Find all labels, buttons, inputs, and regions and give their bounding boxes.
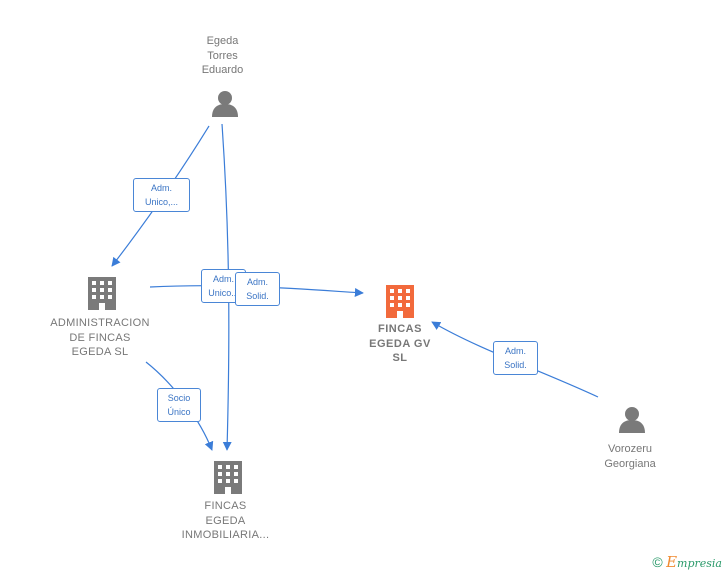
edge-label-adm-solid-2[interactable]: Adm. Solid. [493, 341, 538, 375]
person-icon[interactable] [212, 91, 238, 117]
building-icon[interactable] [88, 277, 116, 310]
edge-label-adm-solid-1[interactable]: Adm. Solid. [235, 272, 280, 306]
brand-name: mpresia [677, 557, 722, 570]
node-label-vorozeru[interactable]: Vorozeru Georgiana [604, 443, 656, 470]
building-icon-highlighted[interactable] [386, 285, 414, 318]
node-label-fincas-inmobiliaria[interactable]: FINCAS EGEDA INMOBILIARIA... [181, 500, 270, 541]
node-label-administracion[interactable]: ADMINISTRACION DE FINCAS EGEDA SL [50, 317, 150, 358]
edge-label-adm-unico-1[interactable]: Adm. Unico,... [133, 178, 190, 212]
brand-initial: E [666, 553, 678, 571]
person-icon[interactable] [619, 407, 645, 433]
building-icon[interactable] [214, 461, 242, 494]
edge-label-socio-unico[interactable]: Socio Único [157, 388, 201, 422]
node-label-fincas-gv[interactable]: FINCAS EGEDA GV SL [369, 323, 431, 364]
node-label-egeda-torres[interactable]: Egeda Torres Eduardo [201, 35, 244, 76]
empresia-credit[interactable]: © Empresia [652, 553, 722, 571]
copyright-symbol: © [652, 554, 663, 570]
